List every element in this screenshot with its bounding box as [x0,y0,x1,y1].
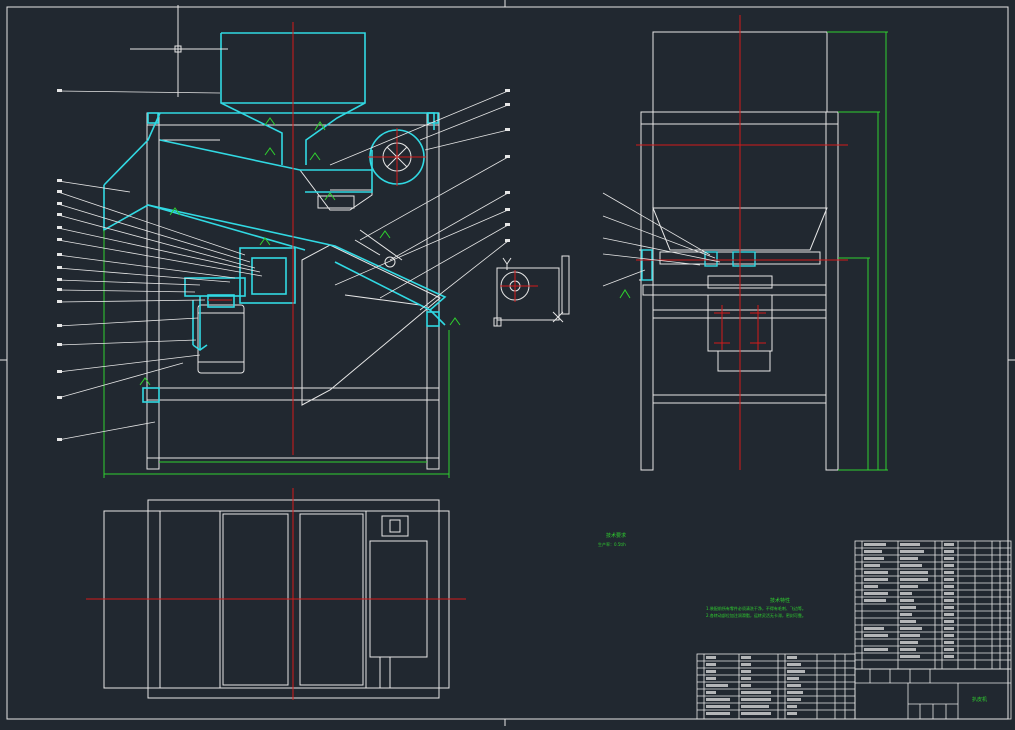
leader-lines-left [57,90,263,441]
detail-centerlines [500,270,538,302]
top-centerlines [86,488,466,700]
leader-lines-side [602,192,721,287]
notes-label-2: 技术特性 [770,597,790,604]
notes-label-1: 技术要求 [606,532,626,539]
front-dimensions [103,117,461,478]
detail-view [493,255,570,327]
front-centerlines [208,22,426,455]
side-centerlines [636,15,848,470]
parts-list [696,540,1012,720]
notes-line-2: 2.各转动部位加注润滑脂，运转灵活无卡滞，密封可靠。 [706,612,806,618]
callout-marks [57,89,510,441]
notes-line-1: 1.装配前所有零件必须清洗干净，不得有毛刺、飞边等。 [706,605,806,611]
side-view [639,31,839,471]
front-view-cyan [103,32,447,403]
side-dimensions [619,31,888,471]
crosshair-cursor [130,5,228,97]
notes-line-tech: 生产率：0.5t/h [598,541,626,547]
parts-list-text-marks [706,543,954,715]
leader-lines-right [329,90,509,311]
drawing-title: 扒皮机 [972,696,987,703]
